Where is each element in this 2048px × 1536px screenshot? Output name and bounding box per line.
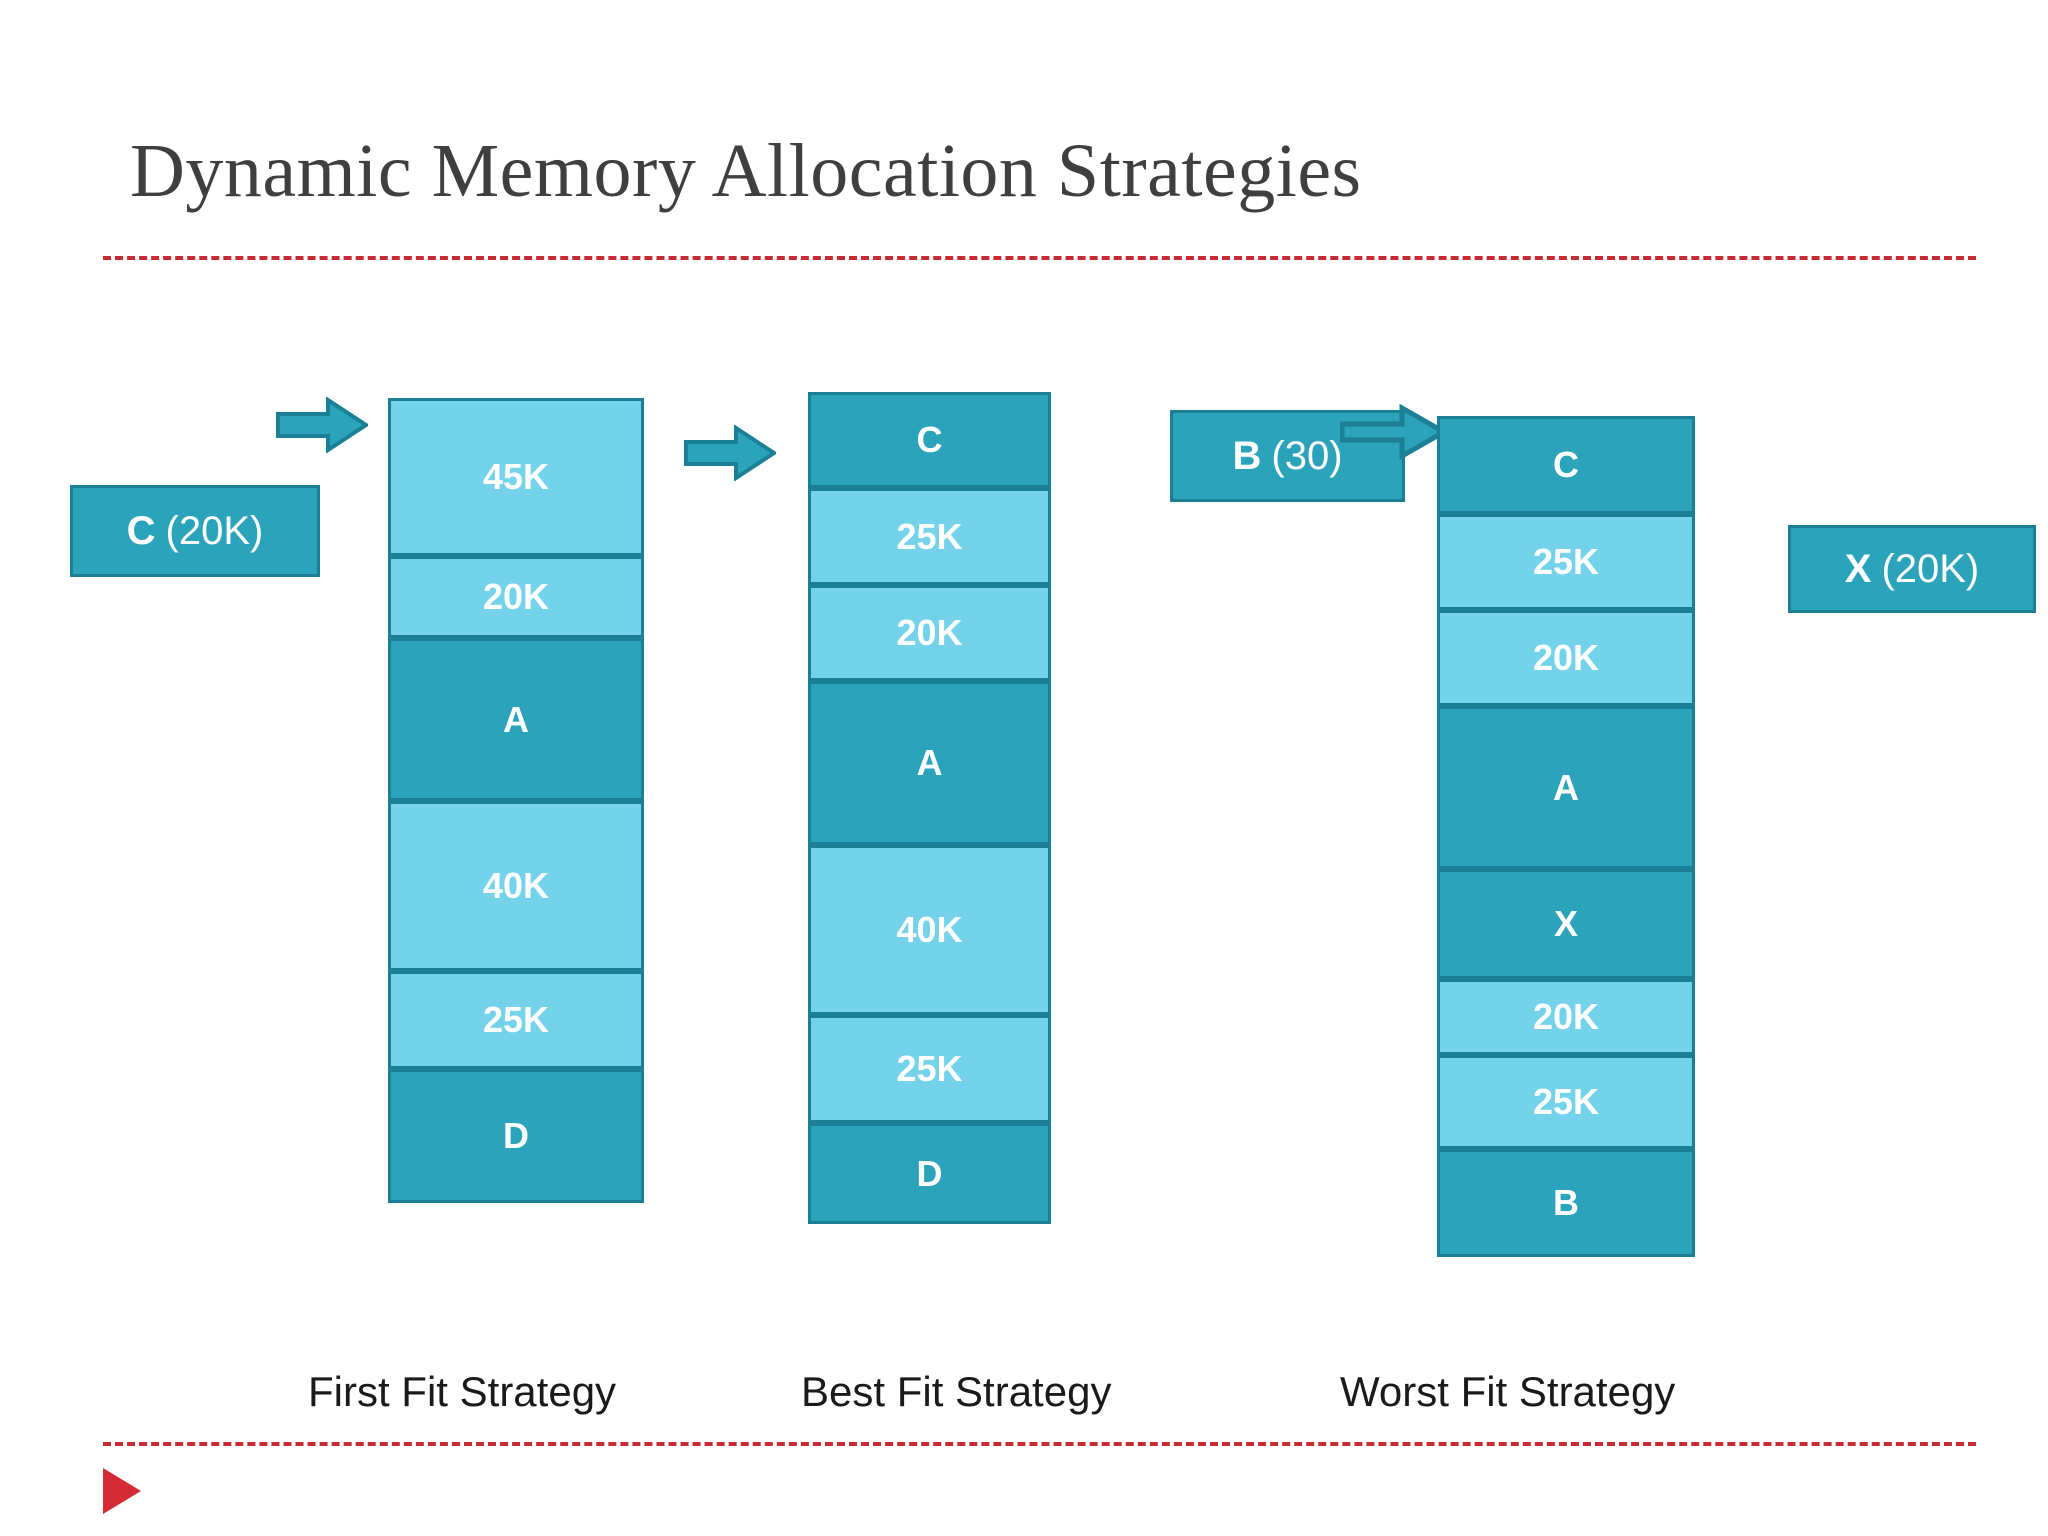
memory-block: 45K	[388, 398, 644, 556]
memory-block: A	[1437, 706, 1695, 869]
memory-block: 25K	[388, 971, 644, 1069]
memory-block-label: C	[1553, 444, 1579, 485]
memory-column-best-fit: C 25K 20K A 40K 25K D	[808, 392, 1051, 1224]
memory-block: 25K	[808, 488, 1051, 585]
memory-block: A	[388, 638, 644, 801]
request-box-c[interactable]: C (20K)	[70, 485, 320, 577]
request-x-size: (20K)	[1881, 546, 1980, 591]
right-arrow-icon	[276, 396, 370, 458]
strategy-label-first-fit: First Fit Strategy	[308, 1368, 617, 1415]
memory-block-label: 25K	[896, 515, 963, 557]
memory-block-label: 45K	[482, 456, 550, 497]
request-c-size: (20K)	[165, 508, 264, 553]
memory-block-label: 20K	[1532, 996, 1600, 1037]
page-title: Dynamic Memory Allocation Strategies	[130, 129, 1362, 213]
memory-block-label: 40K	[482, 865, 550, 906]
right-arrow-icon	[1339, 403, 1450, 465]
memory-block: 25K	[1437, 514, 1695, 610]
memory-block: 25K	[808, 1015, 1051, 1123]
memory-block-label: A	[503, 698, 529, 740]
memory-block: B	[1437, 1149, 1695, 1257]
right-arrow-icon	[684, 424, 778, 486]
memory-block-label: 25K	[1532, 1081, 1600, 1122]
title-divider-rule	[103, 256, 1976, 260]
memory-block: D	[388, 1069, 644, 1203]
memory-block-label: B	[1553, 1182, 1579, 1223]
memory-block: 20K	[1437, 610, 1695, 706]
memory-block: 25K	[1437, 1055, 1695, 1149]
memory-block-label: 20K	[1532, 637, 1600, 678]
request-b-size: (30)	[1271, 433, 1343, 478]
request-x-name: X	[1844, 546, 1872, 591]
footer-divider-rule	[103, 1442, 1976, 1446]
memory-block-label: 25K	[1532, 541, 1600, 582]
strategy-label-best-fit: Best Fit Strategy	[801, 1368, 1112, 1415]
memory-block-label: 20K	[482, 576, 550, 617]
memory-block-label: X	[1553, 903, 1578, 944]
request-box-x[interactable]: X (20K)	[1788, 525, 2036, 613]
strategy-label-worst-fit: Worst Fit Strategy	[1340, 1368, 1676, 1415]
memory-block: C	[1437, 416, 1695, 514]
memory-block-label: C	[916, 419, 943, 460]
memory-block-label: 25K	[482, 999, 550, 1040]
memory-block-label: A	[1553, 766, 1579, 808]
memory-block-label: D	[916, 1152, 943, 1194]
memory-block: 40K	[808, 845, 1051, 1015]
play-triangle-icon	[103, 1468, 141, 1514]
memory-column-worst-fit: C 25K 20K A X 20K 25K B	[1437, 416, 1695, 1257]
request-b-name: B	[1232, 433, 1262, 478]
memory-block-label: A	[916, 742, 943, 783]
memory-block: 40K	[388, 801, 644, 971]
request-c-name: C	[126, 508, 156, 553]
memory-block-label: D	[503, 1115, 529, 1156]
memory-block-label: 40K	[896, 909, 963, 950]
memory-block-label: 20K	[896, 612, 963, 653]
memory-block: D	[808, 1123, 1051, 1224]
memory-block: C	[808, 392, 1051, 488]
memory-column-first-fit: 45K 20K A 40K 25K D	[388, 398, 644, 1203]
memory-block: 20K	[1437, 979, 1695, 1055]
memory-block: X	[1437, 869, 1695, 979]
memory-block-label: 25K	[896, 1048, 963, 1089]
memory-block: 20K	[808, 585, 1051, 681]
memory-block: 20K	[388, 556, 644, 638]
memory-block: A	[808, 681, 1051, 845]
